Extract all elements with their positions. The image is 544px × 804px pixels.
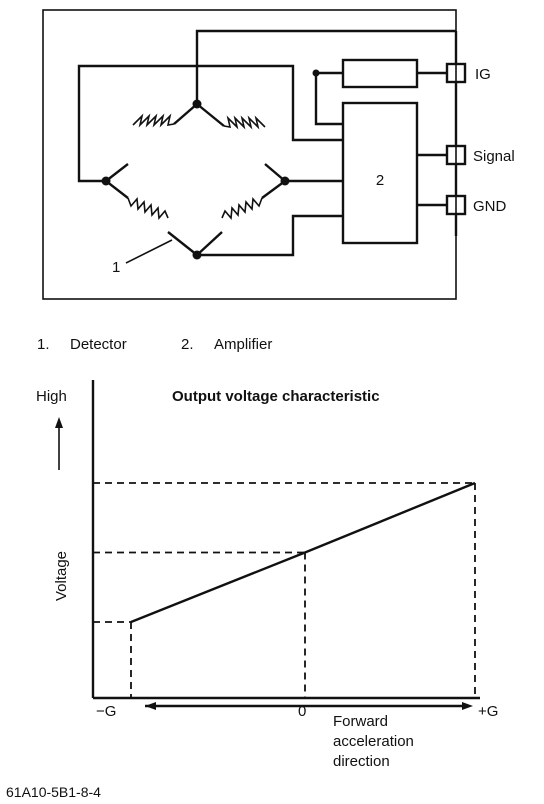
y-axis-label: Voltage: [53, 551, 70, 601]
bottom-node-wire: [197, 214, 343, 257]
amplifier-number: 2: [376, 172, 384, 189]
tick-label-neg-g: −G: [96, 703, 116, 720]
node-junction: [312, 69, 320, 77]
circuit-diagram: 2 IG Signal GND 1: [42, 9, 515, 300]
tick-label-zero: 0: [298, 703, 306, 720]
ig-terminal: [445, 62, 467, 84]
x-direction-line3: direction: [333, 753, 390, 770]
gnd-label: GND: [473, 198, 507, 215]
x-direction-line2: acceleration: [333, 733, 414, 750]
direction-arrowhead-right: [462, 702, 473, 710]
x-direction-line1: Forward: [333, 713, 388, 730]
legend-item2-label: Amplifier: [214, 336, 272, 353]
node-bottom: [192, 250, 202, 260]
resistor-bottom-right: [221, 197, 263, 220]
detector-number: 1: [112, 259, 120, 276]
node-left: [101, 176, 111, 186]
legend-item2-num: 2.: [181, 336, 194, 353]
amp-supply-wire: [314, 73, 343, 126]
sensor-housing: [42, 9, 457, 300]
figure-code: 61A10-5B1-8-4: [6, 784, 101, 800]
detector-bridge: [101, 69, 320, 260]
legend-item1-label: Detector: [70, 336, 127, 353]
voltage-chart: Output voltage characteristic High Volta…: [36, 380, 498, 770]
detector-leader: [125, 239, 173, 264]
node-top: [192, 99, 202, 109]
resistor-top-right: [223, 115, 266, 130]
top-node-wire: [195, 29, 456, 104]
legend: 1. Detector 2. Amplifier: [37, 336, 272, 353]
node-right: [280, 176, 290, 186]
gnd-terminal: [445, 194, 467, 216]
amplifier-box: [341, 101, 419, 245]
signal-terminal: [445, 144, 467, 166]
feedback-wire: [77, 64, 343, 183]
chart-title: Output voltage characteristic: [172, 388, 380, 405]
voltage-line: [130, 481, 476, 624]
direction-arrowhead-left: [145, 702, 156, 710]
resistor-top-left: [132, 113, 175, 128]
legend-item1-num: 1.: [37, 336, 50, 353]
tick-label-pos-g: +G: [478, 703, 498, 720]
resistor-bottom-left: [127, 197, 169, 220]
resistor-box: [341, 58, 419, 89]
signal-label: Signal: [473, 148, 515, 165]
y-up-arrowhead: [55, 417, 63, 428]
ig-label: IG: [475, 66, 491, 83]
y-high-label: High: [36, 388, 67, 405]
